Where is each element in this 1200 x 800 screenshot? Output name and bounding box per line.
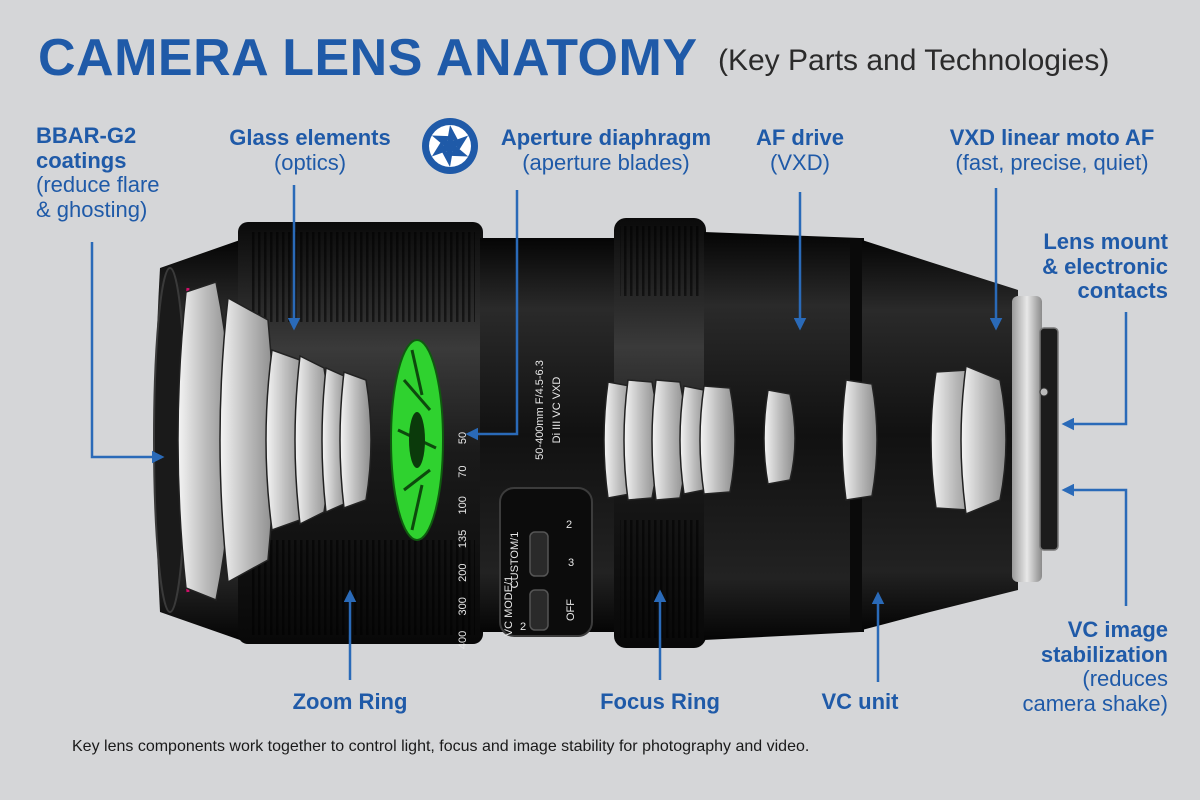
glass-element	[960, 364, 1007, 516]
glass-element	[841, 379, 878, 501]
arrow-mount	[1061, 312, 1128, 431]
glass-element	[763, 389, 796, 485]
focal-scale-mark: 70	[457, 466, 469, 478]
switch-vc	[529, 589, 549, 631]
aperture-diaphragm	[390, 339, 444, 541]
lens-model-line-2: Di III VC VXD	[551, 377, 563, 444]
arrow-vc-stab	[1061, 483, 1128, 606]
focal-scale-mark: 400	[457, 631, 469, 649]
switch-3-label: 3	[568, 557, 574, 569]
zoom-ring-ribs-bottom	[250, 540, 475, 635]
switch-2-label: 2	[566, 519, 572, 531]
focal-scale: 400 300 200 135 100 70 50	[457, 432, 469, 649]
label-glass-elements: Glass elements (optics)	[229, 125, 391, 175]
focus-ring-ribs-top	[620, 226, 700, 296]
switch-2b-label: 2	[520, 621, 526, 633]
zoom-ring-ribs-top	[250, 232, 475, 322]
arrow-bbar	[90, 242, 165, 464]
focal-scale-mark: 50	[457, 432, 469, 444]
glass-element	[339, 370, 372, 510]
label-aperture-diaphragm: Aperture diaphragm (aperture blades)	[500, 125, 712, 175]
label-focus-ring: Focus Ring	[600, 689, 720, 714]
label-bbar-coatings: BBAR-G2 coatings (reduce flare & ghostin…	[36, 123, 160, 222]
mount-screw	[1039, 387, 1049, 397]
label-vc-stabilization: VC image stabilization (reduces camera s…	[1022, 617, 1168, 716]
arrow-aperture	[465, 190, 519, 441]
aperture-icon	[422, 118, 478, 174]
caption: Key lens components work together to con…	[72, 738, 810, 755]
pointer-arrows	[90, 185, 1128, 682]
focal-scale-mark: 300	[457, 597, 469, 615]
glass-elements-rear	[930, 364, 1007, 516]
focal-scale-mark: 100	[457, 496, 469, 514]
label-af-drive: AF drive (VXD)	[755, 125, 845, 175]
lens-mount	[1012, 296, 1042, 582]
switch-custom-label: CUSTOM/1	[509, 532, 521, 589]
switch-vc-mode-label: VC MODE/1	[503, 576, 515, 637]
glass-element	[699, 385, 736, 495]
lens-model-line-1: 50-400mm F/4.5-6.3	[534, 360, 546, 460]
label-lens-mount: Lens mount & electronic contacts	[1042, 229, 1168, 304]
label-zoom-ring: Zoom Ring	[292, 689, 408, 714]
label-vxd-linear-motor: VXD linear moto AF (fast, precise, quiet…	[949, 125, 1155, 175]
page-title: CAMERA LENS ANATOMY	[38, 29, 698, 87]
page-subtitle: (Key Parts and Technologies)	[718, 44, 1110, 77]
mount-flange	[1039, 327, 1059, 551]
focal-scale-mark: 135	[457, 530, 469, 548]
glass-elements-focus	[603, 379, 878, 501]
switch-custom	[529, 531, 549, 577]
label-vc-unit: VC unit	[821, 689, 899, 714]
switch-off-label: OFF	[565, 599, 577, 621]
focal-scale-mark: 200	[457, 563, 469, 581]
glass-elements-front	[177, 281, 372, 602]
